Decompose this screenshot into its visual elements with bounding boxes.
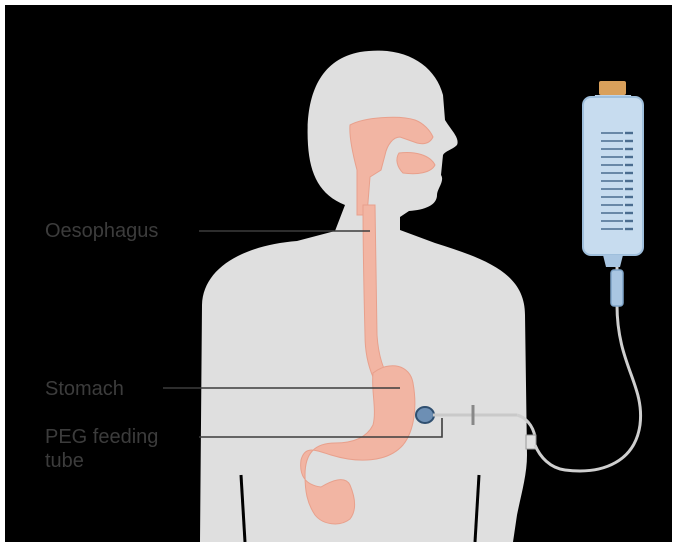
bag-bottom	[603, 255, 623, 267]
drip-chamber	[611, 270, 623, 306]
feeding-bag-icon	[583, 81, 643, 267]
giving-set-tube	[535, 257, 641, 471]
diagram-frame: Oesophagus Stomach PEG feeding tube	[5, 5, 672, 542]
label-stomach: Stomach	[45, 378, 124, 400]
peg-feeding-diagram: Oesophagus Stomach PEG feeding tube	[5, 5, 672, 542]
label-peg-line2: tube	[45, 450, 84, 472]
bag-body	[583, 97, 643, 255]
label-oesophagus: Oesophagus	[45, 220, 158, 242]
peg-bolster	[416, 407, 434, 423]
label-peg-line1: PEG feeding	[45, 426, 158, 448]
bag-cap	[599, 81, 626, 95]
